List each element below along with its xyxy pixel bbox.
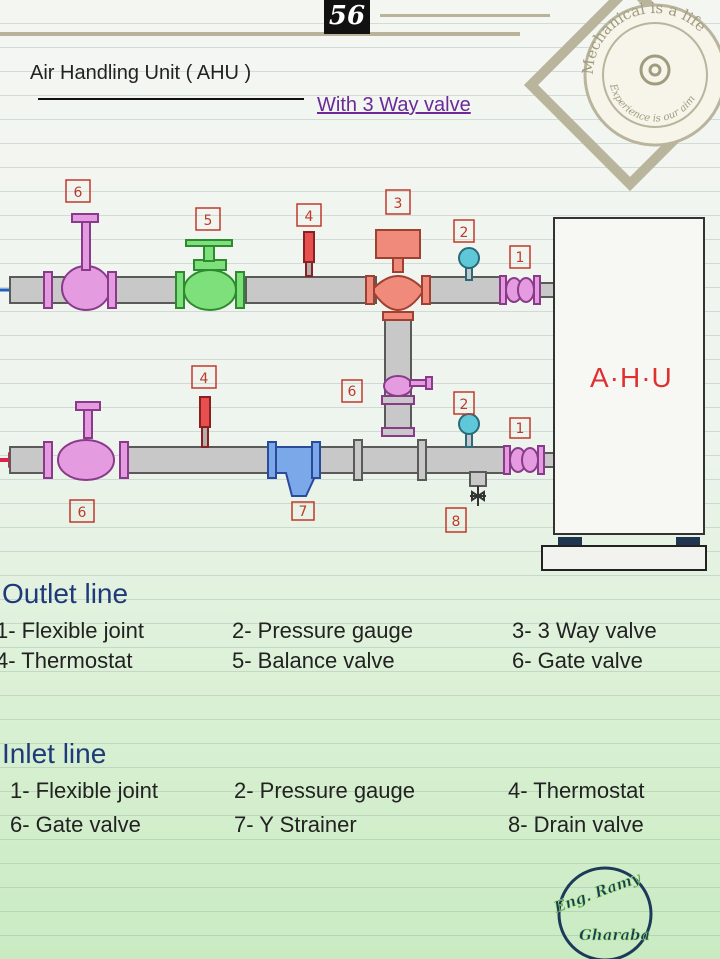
tag-1-inlet: 1 <box>509 417 531 439</box>
inlet-item: 8- Drain valve <box>508 812 644 837</box>
title-underline <box>38 98 304 100</box>
tag-8: 8 <box>445 507 467 533</box>
outlet-item: 4- Thermostat <box>0 648 133 673</box>
ahu-foot-right <box>676 537 700 547</box>
top-rule-right <box>380 14 550 17</box>
inlet-item: 2- Pressure gauge <box>234 778 415 803</box>
inlet-item: 7- Y Strainer <box>234 812 357 837</box>
svg-text:5: 5 <box>204 213 213 229</box>
svg-text:6: 6 <box>74 185 83 201</box>
signature-logo: Eng. Ramy Gharaba <box>550 866 653 959</box>
svg-text:4: 4 <box>200 371 209 387</box>
page-number: 56 <box>324 0 370 34</box>
inlet-heading: Inlet line <box>2 738 107 769</box>
svg-text:6: 6 <box>348 384 357 400</box>
tag-6-outlet: 6 <box>65 179 91 203</box>
tag-3: 3 <box>385 189 411 215</box>
outlet-heading: Outlet line <box>2 578 129 609</box>
outlet-pipe <box>9 276 555 429</box>
piping-diagram: 6 5 4 3 2 1 4 6 2 1 6 7 8 <box>0 179 555 533</box>
inlet-item: 1- Flexible joint <box>10 778 158 803</box>
ahu-unit <box>553 217 705 535</box>
page-title: Air Handling Unit ( AHU ) <box>30 62 252 84</box>
tag-1-outlet: 1 <box>509 245 531 269</box>
svg-text:6: 6 <box>78 505 87 521</box>
three-way-valve <box>365 229 431 321</box>
ahu-foot-left <box>558 537 582 547</box>
drain-valve <box>470 486 486 506</box>
svg-text:2: 2 <box>460 225 469 241</box>
outlet-item: 1- Flexible joint <box>0 618 144 643</box>
tag-5: 5 <box>195 207 221 231</box>
ahu-label: A·H·U <box>590 362 673 393</box>
svg-text:4: 4 <box>305 209 314 225</box>
inlet-item: 6- Gate valve <box>10 812 141 837</box>
gate-valve-inlet <box>43 401 129 481</box>
gear-icon <box>639 54 671 86</box>
tag-4-outlet: 4 <box>296 203 322 227</box>
svg-text:1: 1 <box>516 250 525 266</box>
tag-4-inlet: 4 <box>191 365 217 389</box>
flexible-joint-outlet <box>499 275 541 305</box>
tag-6-riser: 6 <box>341 379 363 403</box>
pressure-gauge-outlet <box>458 247 480 281</box>
svg-text:7: 7 <box>299 504 308 520</box>
outlet-item: 3- 3 Way valve <box>512 618 657 643</box>
svg-text:2: 2 <box>460 397 469 413</box>
pressure-gauge-inlet <box>458 413 480 448</box>
tag-2-inlet: 2 <box>453 391 475 415</box>
flexible-joint-inlet <box>503 445 545 475</box>
svg-text:8: 8 <box>452 514 461 530</box>
gate-valve-riser <box>381 375 433 437</box>
balance-valve <box>175 239 245 311</box>
svg-text:1: 1 <box>516 421 525 437</box>
outlet-item: 6- Gate valve <box>512 648 643 673</box>
outlet-item: 2- Pressure gauge <box>232 618 413 643</box>
tag-2-outlet: 2 <box>453 219 475 243</box>
inlet-item: 4- Thermostat <box>508 778 645 803</box>
logo-stamp: Mechanical is a life Experience is our a… <box>523 0 720 192</box>
top-rule <box>0 32 520 36</box>
outlet-item: 5- Balance valve <box>232 648 395 673</box>
gate-valve-outlet <box>43 213 117 311</box>
svg-text:Gharaba: Gharaba <box>579 926 650 944</box>
tag-6-inlet: 6 <box>69 499 95 523</box>
y-strainer <box>267 441 321 497</box>
page-subtitle: With 3 Way valve <box>317 94 471 116</box>
ahu-base <box>541 545 707 571</box>
svg-text:3: 3 <box>394 196 403 212</box>
thermostat-inlet <box>199 396 211 448</box>
tag-7: 7 <box>291 501 315 521</box>
thermostat-outlet <box>303 231 315 277</box>
